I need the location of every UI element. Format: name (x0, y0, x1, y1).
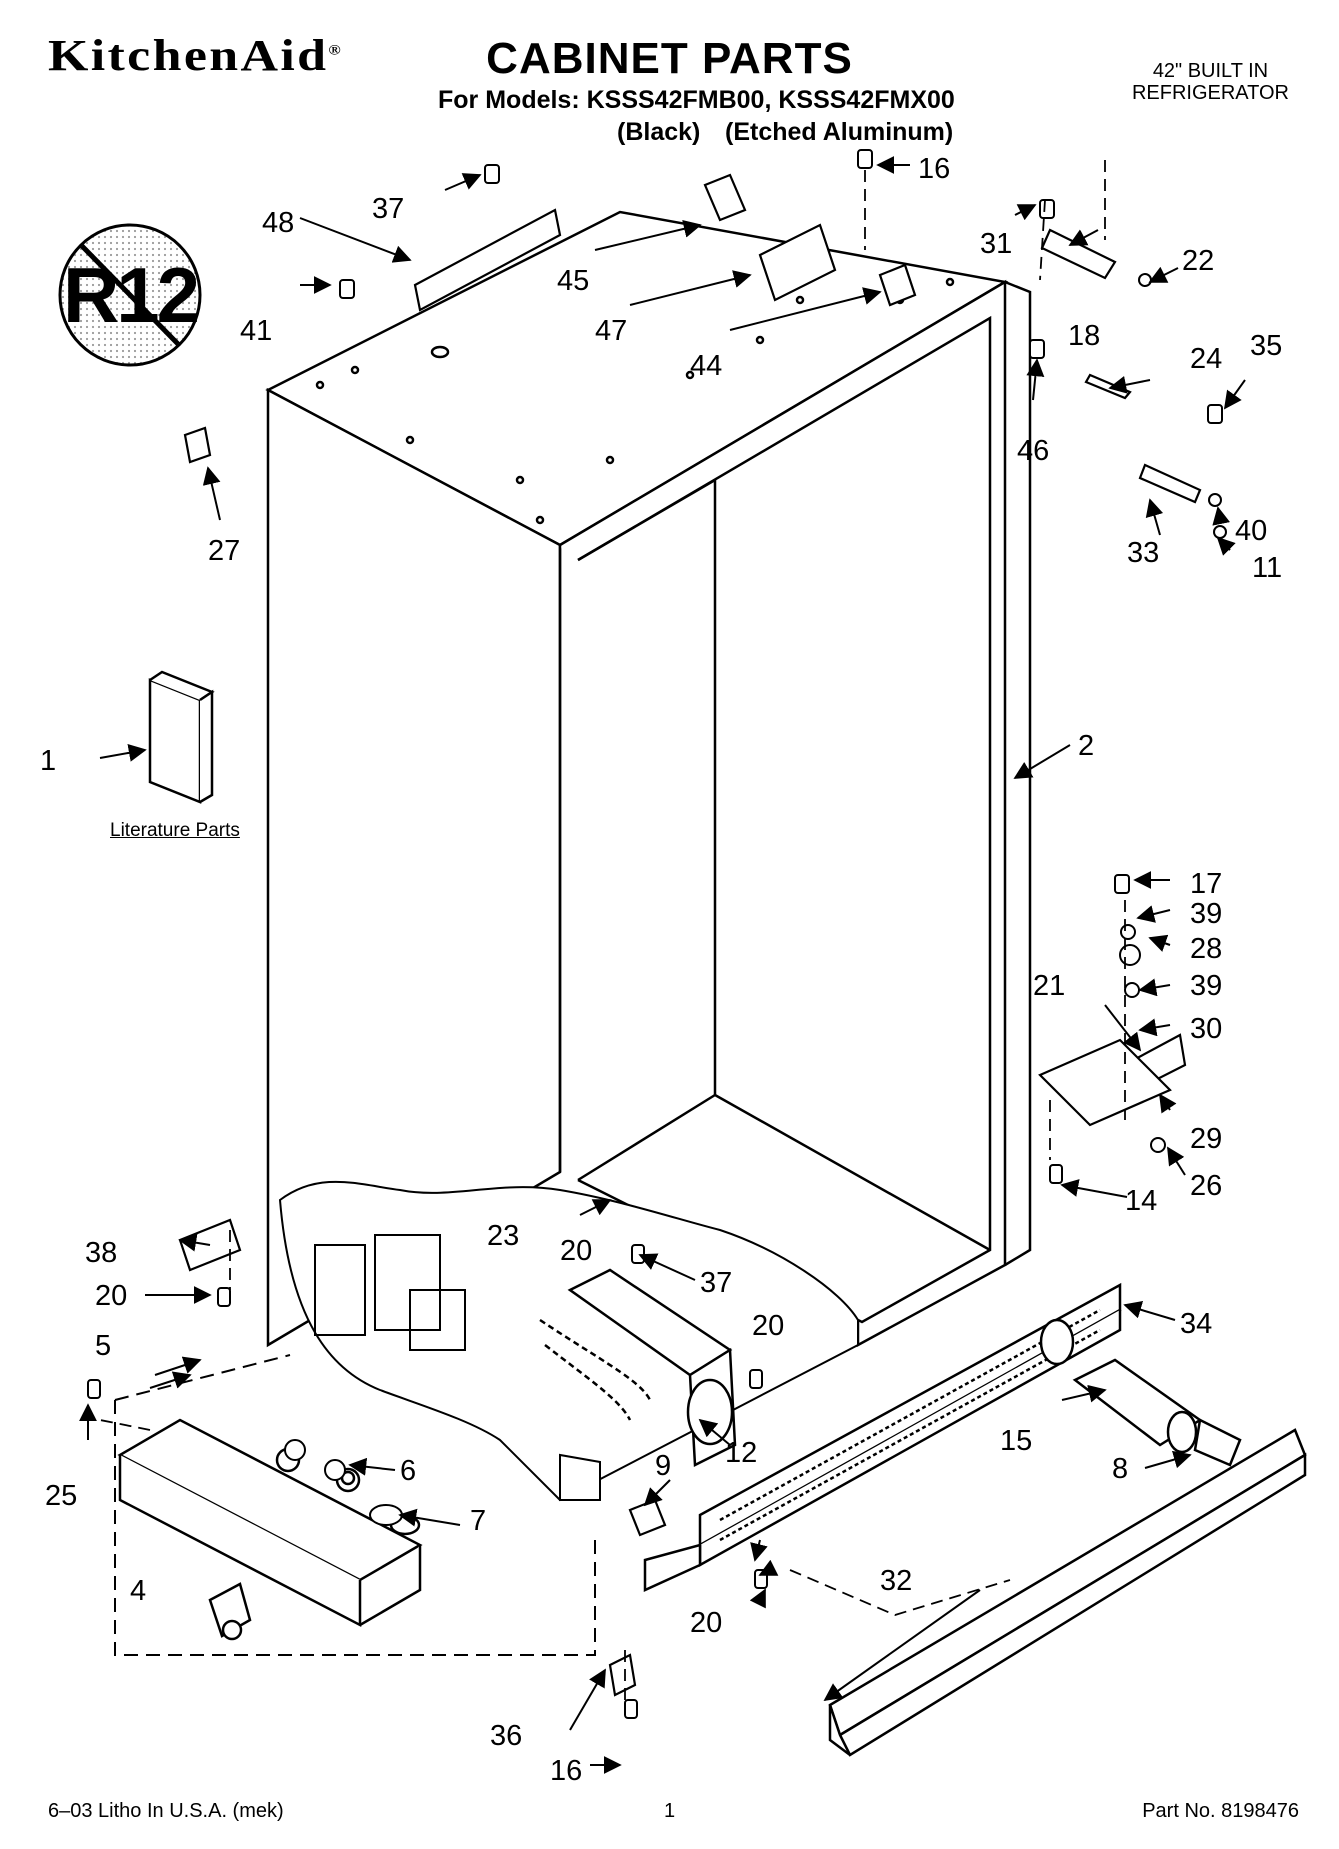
callout-label: 23 (487, 1220, 519, 1252)
callout-label: 35 (1250, 330, 1282, 362)
hinge-33 (1138, 463, 1202, 504)
filter-cartridge (1072, 1358, 1242, 1467)
callout-label: 6 (400, 1455, 416, 1487)
clip-9 (628, 1498, 667, 1537)
callout-label: 25 (45, 1480, 77, 1512)
clip-36 (608, 1653, 637, 1697)
cabinet-body (265, 210, 1032, 1348)
variant-etched-aluminum: (Etched Aluminum) (725, 118, 954, 146)
switch-45 (703, 173, 747, 222)
callout-label: 31 (980, 228, 1012, 260)
callout-label: 16 (550, 1755, 582, 1787)
callout-label: 24 (1190, 343, 1222, 375)
product-type-line1: 42" BUILT IN (1152, 60, 1269, 82)
dashed-leader-left (114, 1354, 291, 1401)
callout-label: 16 (918, 153, 950, 185)
spring-24 (1084, 373, 1132, 400)
footer-print-info: 6–03 Litho In U.S.A. (mek) (48, 1800, 284, 1822)
variant-black: (Black) (617, 118, 701, 146)
page-title: CABINET PARTS (486, 34, 853, 83)
callout-label: 39 (1190, 898, 1222, 930)
footer-page-number: 1 (664, 1800, 676, 1822)
callout-label: 15 (1000, 1425, 1032, 1457)
callout-label: 30 (1190, 1013, 1222, 1045)
leader-arrows (79, 156, 1246, 1774)
models-line: For Models: KSSS42FMB00, KSSS42FMX00 (438, 86, 955, 114)
callout-label: 26 (1190, 1170, 1222, 1202)
toe-grille (643, 1282, 1122, 1592)
literature-book-icon (148, 670, 215, 804)
callout-label: 45 (557, 265, 589, 297)
cutaway-region (278, 1180, 859, 1502)
callout-label: 46 (1017, 435, 1049, 467)
callout-label: 33 (1127, 537, 1159, 569)
callout-label: 8 (1112, 1453, 1128, 1485)
bracket-47 (758, 223, 837, 302)
callout-label: 5 (95, 1330, 111, 1362)
hinge-plate-29 (1038, 1038, 1172, 1127)
product-type: 42" BUILT IN REFRIGERATOR (1132, 60, 1289, 104)
dashed-outline-left (114, 1400, 596, 1656)
callout-label: 38 (85, 1237, 117, 1269)
callout-label: 28 (1190, 933, 1222, 965)
callout-label: 44 (690, 350, 722, 382)
callout-label: 22 (1182, 245, 1214, 277)
callout-label: 18 (1068, 320, 1100, 352)
callout-label: 27 (208, 535, 240, 567)
callout-label: 36 (490, 1720, 522, 1752)
callout-label: 12 (725, 1437, 757, 1469)
callout-label: 37 (700, 1267, 732, 1299)
callout-label: 29 (1190, 1123, 1222, 1155)
connector-44 (878, 263, 917, 307)
registered-mark: ® (328, 43, 341, 59)
base-trim (828, 1428, 1307, 1757)
caster-rail-assembly (117, 1418, 423, 1641)
callout-label: 47 (595, 315, 627, 347)
callout-label: 40 (1235, 515, 1267, 547)
callout-label: 21 (1033, 970, 1065, 1002)
callout-label: 1 (40, 745, 56, 777)
callout-label: 20 (690, 1607, 722, 1639)
brand-logo: KitchenAid® (48, 31, 341, 80)
callout-label: 2 (1078, 730, 1094, 762)
alignment-lines (99, 160, 1126, 1700)
callout-label: 34 (1180, 1308, 1212, 1340)
callout-label: 20 (95, 1280, 127, 1312)
callout-label: 37 (372, 193, 404, 225)
callout-numbers: 1 2 4 5 6 7 8 9 11 12 14 15 16 16 17 18 … (40, 153, 1282, 1787)
callout-label: 32 (880, 1565, 912, 1597)
top-bracket-48 (413, 208, 562, 312)
callout-label: 4 (130, 1575, 146, 1607)
callout-label: 7 (470, 1505, 486, 1537)
footer-part-number: Part No. 8198476 (1142, 1800, 1299, 1822)
callout-label: 17 (1190, 868, 1222, 900)
literature-parts-label: Literature Parts (110, 820, 240, 841)
product-type-line2: REFRIGERATOR (1131, 82, 1289, 104)
clip-27 (183, 426, 212, 464)
hinge-plate-18 (1040, 228, 1117, 280)
hardware-parts (178, 173, 1202, 1697)
callout-label: 20 (560, 1235, 592, 1267)
no-r12-icon: R12 (58, 223, 202, 367)
callout-label: 20 (752, 1310, 784, 1342)
callout-label: 14 (1125, 1185, 1157, 1217)
callout-label: 39 (1190, 970, 1222, 1002)
callout-label: 48 (262, 207, 294, 239)
callout-label: 9 (655, 1450, 671, 1482)
callout-label: 11 (1252, 552, 1282, 584)
callout-label: 41 (240, 315, 272, 347)
